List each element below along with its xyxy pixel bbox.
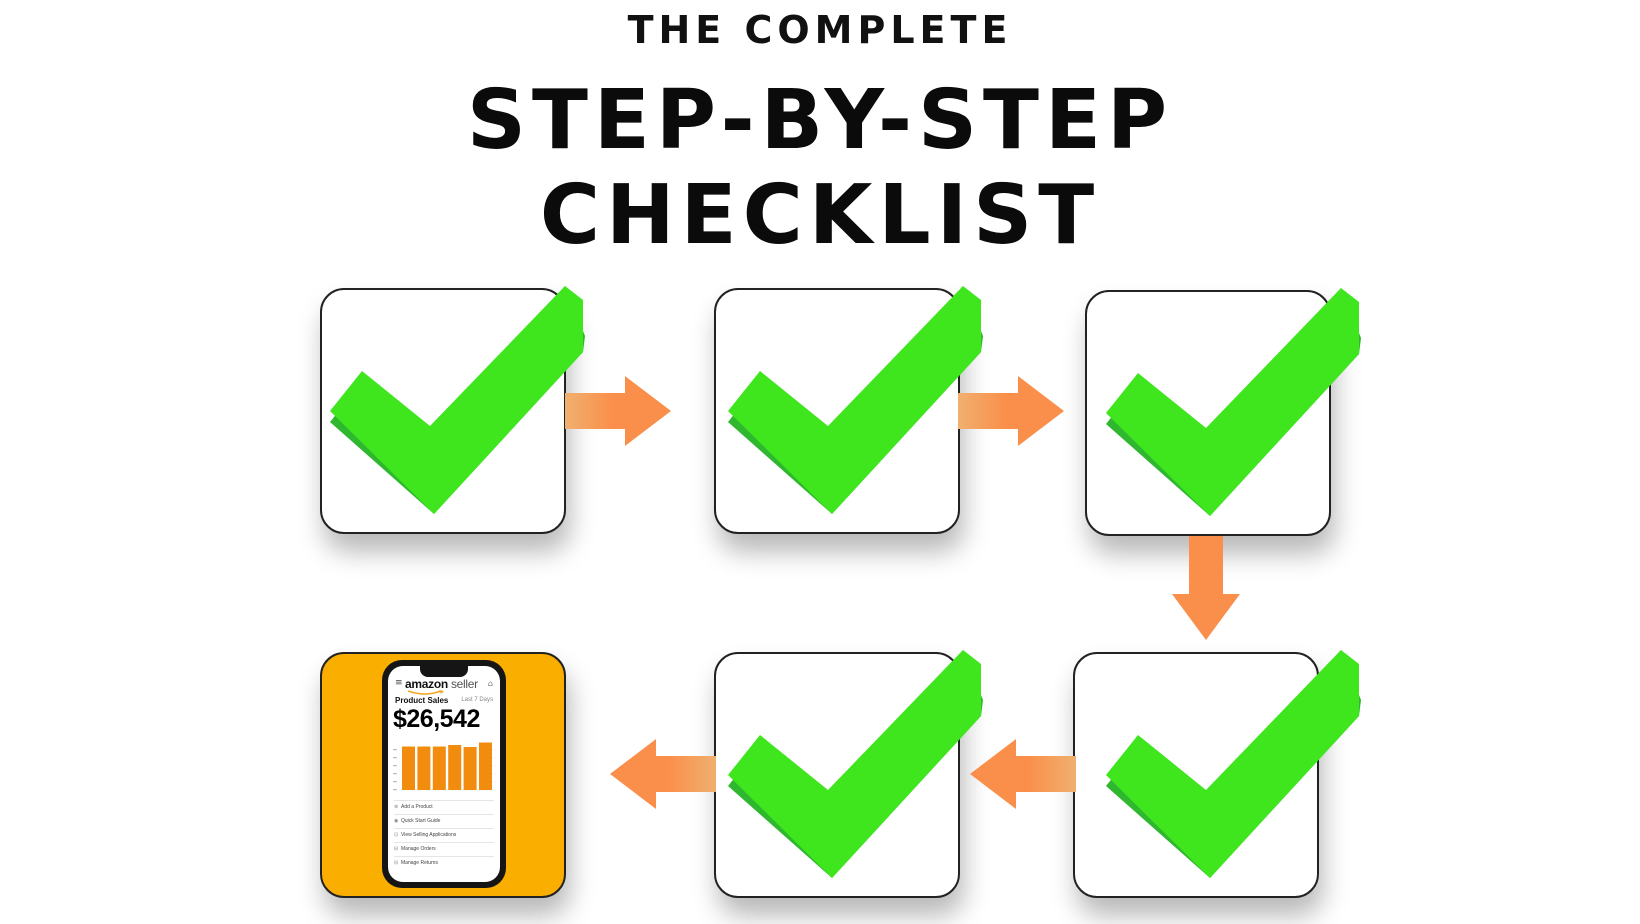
menu-item-icon: ⊡ xyxy=(394,832,399,838)
chart-bar xyxy=(417,746,431,790)
checkmark-icon xyxy=(728,286,983,514)
menu-item-icon: ⊟ xyxy=(394,846,399,852)
range-label: Last 7 Days xyxy=(461,697,493,703)
app-menu-item[interactable]: ⊡View Selling Applications xyxy=(394,828,494,842)
app-topbar: ≡ amazon seller ⌂ xyxy=(395,677,493,695)
arrow-right-icon xyxy=(958,376,1064,446)
chart-tick xyxy=(393,765,397,767)
checkmark-icon xyxy=(728,650,983,878)
arrow-left-icon xyxy=(610,739,716,809)
menu-item-label: Manage Orders xyxy=(401,846,436,852)
menu-item-label: Manage Returns xyxy=(401,860,438,866)
store-icon: ⌂ xyxy=(487,679,493,688)
menu-item-label: View Selling Applications xyxy=(401,832,457,838)
menu-item-icon: ⊕ xyxy=(394,804,399,810)
checkmark-icon xyxy=(1106,288,1361,516)
chart-tick xyxy=(393,749,397,751)
phone-notch xyxy=(420,666,468,677)
arrow-left-icon xyxy=(970,739,1076,809)
app-menu-item[interactable]: ⊕Add a Product xyxy=(394,800,494,814)
app-menu-item[interactable]: ⊟Manage Returns xyxy=(394,856,494,870)
chart-bar xyxy=(479,742,492,790)
menu-item-label: Quick Start Guide xyxy=(401,818,441,824)
phone-screen: ≡ amazon seller ⌂ Product Sales Last 7 D… xyxy=(388,666,500,882)
chart-bar xyxy=(448,745,462,790)
app-menu-item[interactable]: ⊟Manage Orders xyxy=(394,842,494,856)
chart-tick xyxy=(393,773,397,775)
arrow-down-icon xyxy=(1172,536,1240,640)
sales-label: Product Sales xyxy=(395,696,449,705)
checkmark-icon xyxy=(330,286,585,514)
phone-icon: ≡ amazon seller ⌂ Product Sales Last 7 D… xyxy=(382,660,506,888)
chart-tick xyxy=(393,781,397,783)
chart-bar xyxy=(432,746,446,790)
chart-tick xyxy=(393,757,397,759)
menu-icon: ≡ xyxy=(395,678,403,688)
menu-item-icon: ◉ xyxy=(394,818,399,824)
chart-bar xyxy=(402,746,415,790)
app-menu-list: ⊕Add a Product◉Quick Start Guide⊡View Se… xyxy=(388,800,500,870)
sales-bar-chart xyxy=(393,742,496,791)
chart-bar xyxy=(463,747,477,790)
menu-item-icon: ⊟ xyxy=(394,860,399,866)
sales-value: $26,542 xyxy=(393,705,480,733)
arrow-right-icon xyxy=(565,376,671,446)
eyebrow-text: THE COMPLETE xyxy=(627,8,1013,52)
headline-line-2: CHECKLIST xyxy=(539,168,1101,263)
checkmark-icon xyxy=(1106,650,1361,878)
headline-line-1: STEP-BY-STEP xyxy=(466,73,1174,168)
app-menu-item[interactable]: ◉Quick Start Guide xyxy=(394,814,494,828)
menu-item-label: Add a Product xyxy=(401,804,433,810)
smile-logo-icon xyxy=(407,690,444,695)
brand-logo: amazon seller xyxy=(405,677,478,691)
chart-tick xyxy=(393,789,397,791)
